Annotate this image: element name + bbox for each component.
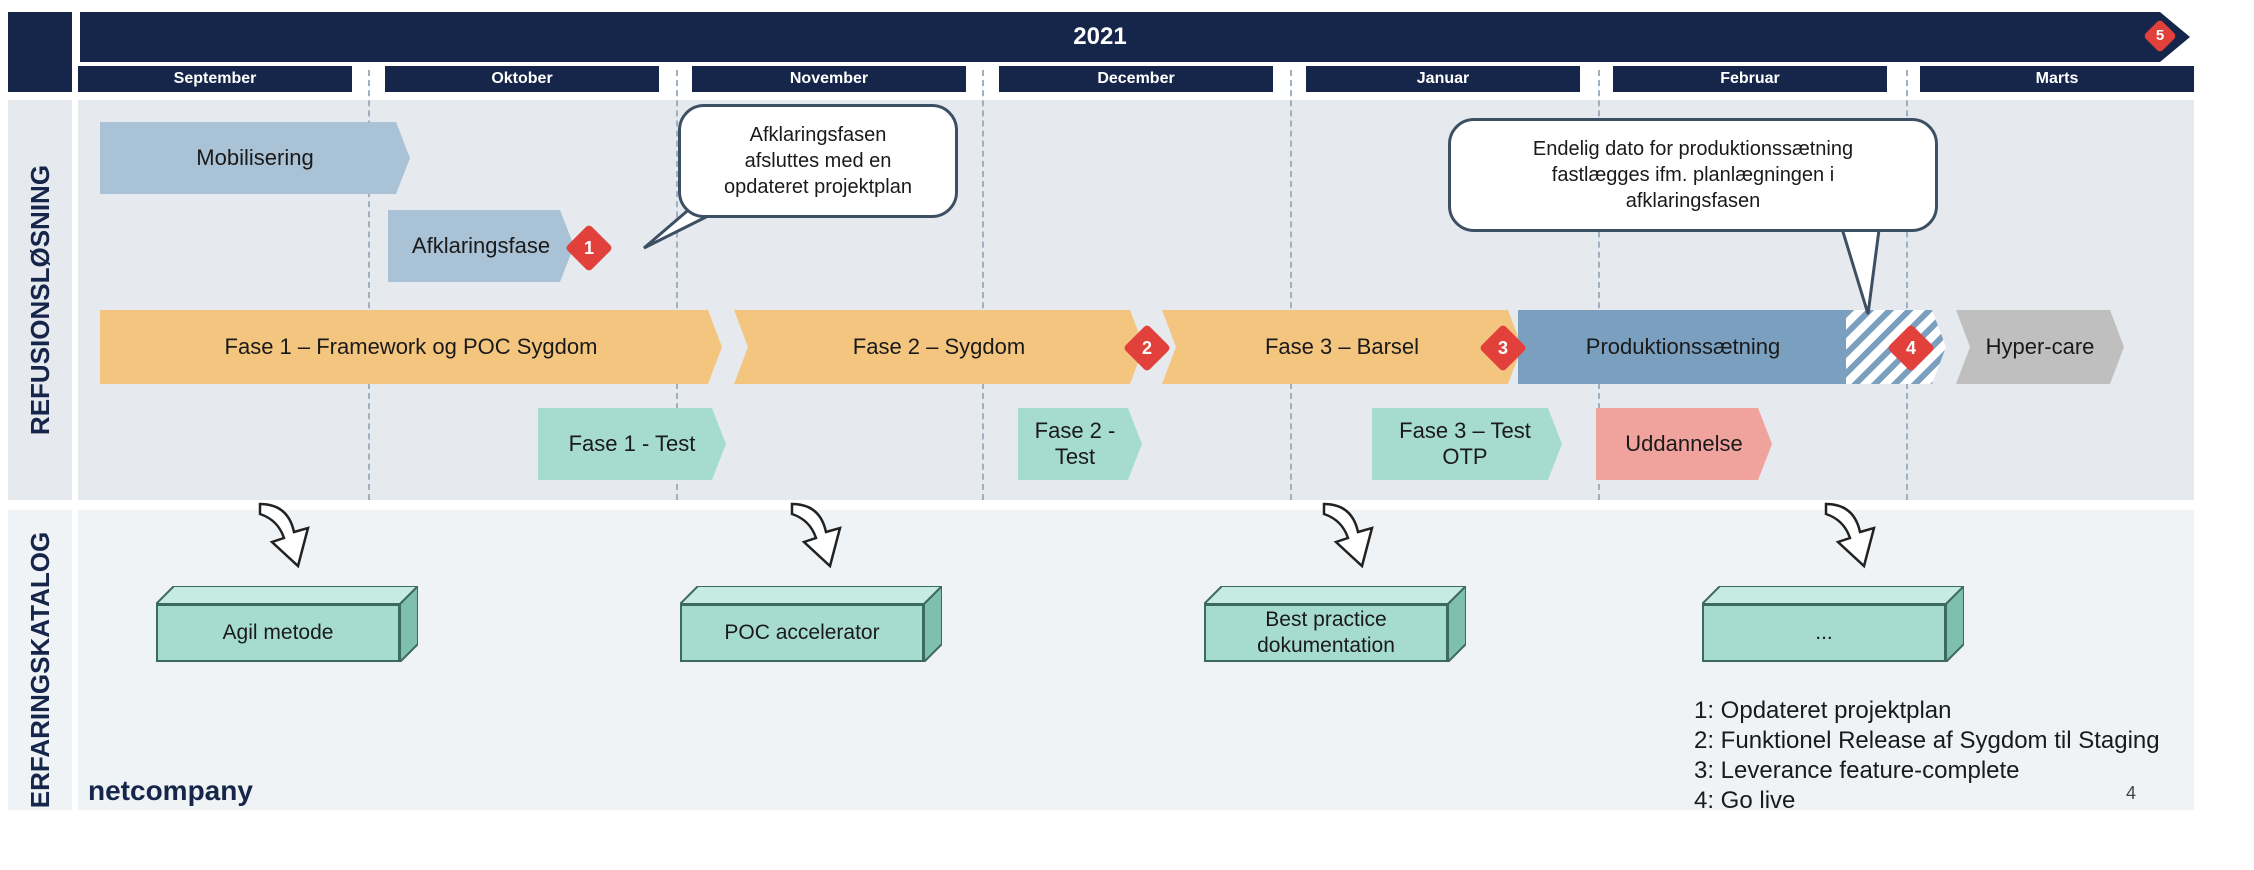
bar-produktion: Produktionssætning — [1518, 310, 1848, 384]
brand-logo: netcompany — [88, 775, 253, 806]
callout-right-tail — [1838, 222, 1882, 315]
milestone-2-label: 2 — [1141, 338, 1152, 358]
erfaring-label: ERFARINGSKATALOG — [25, 531, 55, 809]
month-november: November — [692, 66, 966, 92]
down-arrow-icon-4 — [1824, 502, 1876, 569]
refusion-side — [8, 100, 72, 500]
month-marts: Marts — [1920, 66, 2194, 92]
divider-1 — [368, 70, 370, 500]
down-arrow-icon-3 — [1322, 502, 1374, 569]
down-arrow-icon-1 — [258, 502, 310, 569]
month-januar: Januar — [1306, 66, 1580, 92]
refusion-label: REFUSIONSLØSNING — [25, 164, 55, 436]
erfaring-side — [8, 510, 72, 810]
callout-left: Afklaringsfasen afsluttes med en opdater… — [678, 104, 958, 218]
month-september: September — [78, 66, 352, 92]
page-number: 4 — [2126, 783, 2137, 803]
bar-fase3-test: Fase 3 – Test OTP — [1372, 408, 1562, 480]
divider-5 — [1598, 70, 1600, 500]
cube-4-label: ... — [1702, 604, 1946, 662]
milestone-5-label: 5 — [2155, 27, 2165, 44]
legend-item-3: 3: Leverance feature-complete — [1694, 757, 2020, 784]
bar-fase1-test: Fase 1 - Test — [538, 408, 726, 480]
month-december: December — [999, 66, 1273, 92]
bar-fase3: Fase 3 – Barsel — [1162, 310, 1522, 384]
month-februar: Februar — [1613, 66, 1887, 92]
cube-1-label: Agil metode — [156, 604, 400, 662]
cube-2: POC accelerator — [680, 586, 942, 662]
callout-right: Endelig dato for produktionssætning fast… — [1448, 118, 1938, 232]
divider-4 — [1290, 70, 1292, 500]
milestone-1-label: 1 — [583, 238, 594, 258]
header-left-block — [8, 12, 72, 92]
milestone-4-label: 4 — [1905, 338, 1916, 358]
divider-3 — [982, 70, 984, 500]
cube-1: Agil metode — [156, 586, 418, 662]
cube-2-label: POC accelerator — [680, 604, 924, 662]
bar-afklaringsfase: Afklaringsfase — [388, 210, 574, 282]
cube-2-depth — [680, 586, 942, 662]
bar-fase2-test: Fase 2 - Test — [1018, 408, 1142, 480]
bar-mobilisering: Mobilisering — [100, 122, 410, 194]
down-arrow-icon-2 — [790, 502, 842, 569]
cube-4: ... — [1702, 586, 1964, 662]
year-banner — [80, 12, 2190, 62]
legend-item-2: 2: Funktionel Release af Sygdom til Stag… — [1694, 727, 2160, 754]
month-oktober: Oktober — [385, 66, 659, 92]
cube-3: Best practice dokumentation — [1204, 586, 1466, 662]
bar-fase1: Fase 1 – Framework og POC Sygdom — [100, 310, 722, 384]
divider-6 — [1906, 70, 1908, 500]
milestone-3-label: 3 — [1497, 338, 1508, 358]
legend-item-1: 1: Opdateret projektplan — [1694, 697, 1952, 724]
legend-item-4: 4: Go live — [1694, 787, 1796, 814]
cube-3-label: Best practice dokumentation — [1204, 604, 1448, 662]
divider-2 — [676, 70, 678, 500]
bar-hypercare: Hyper-care — [1956, 310, 2124, 384]
year-label: 2021 — [1073, 23, 1127, 50]
bar-fase2: Fase 2 – Sygdom — [734, 310, 1144, 384]
bar-uddannelse: Uddannelse — [1596, 408, 1772, 480]
